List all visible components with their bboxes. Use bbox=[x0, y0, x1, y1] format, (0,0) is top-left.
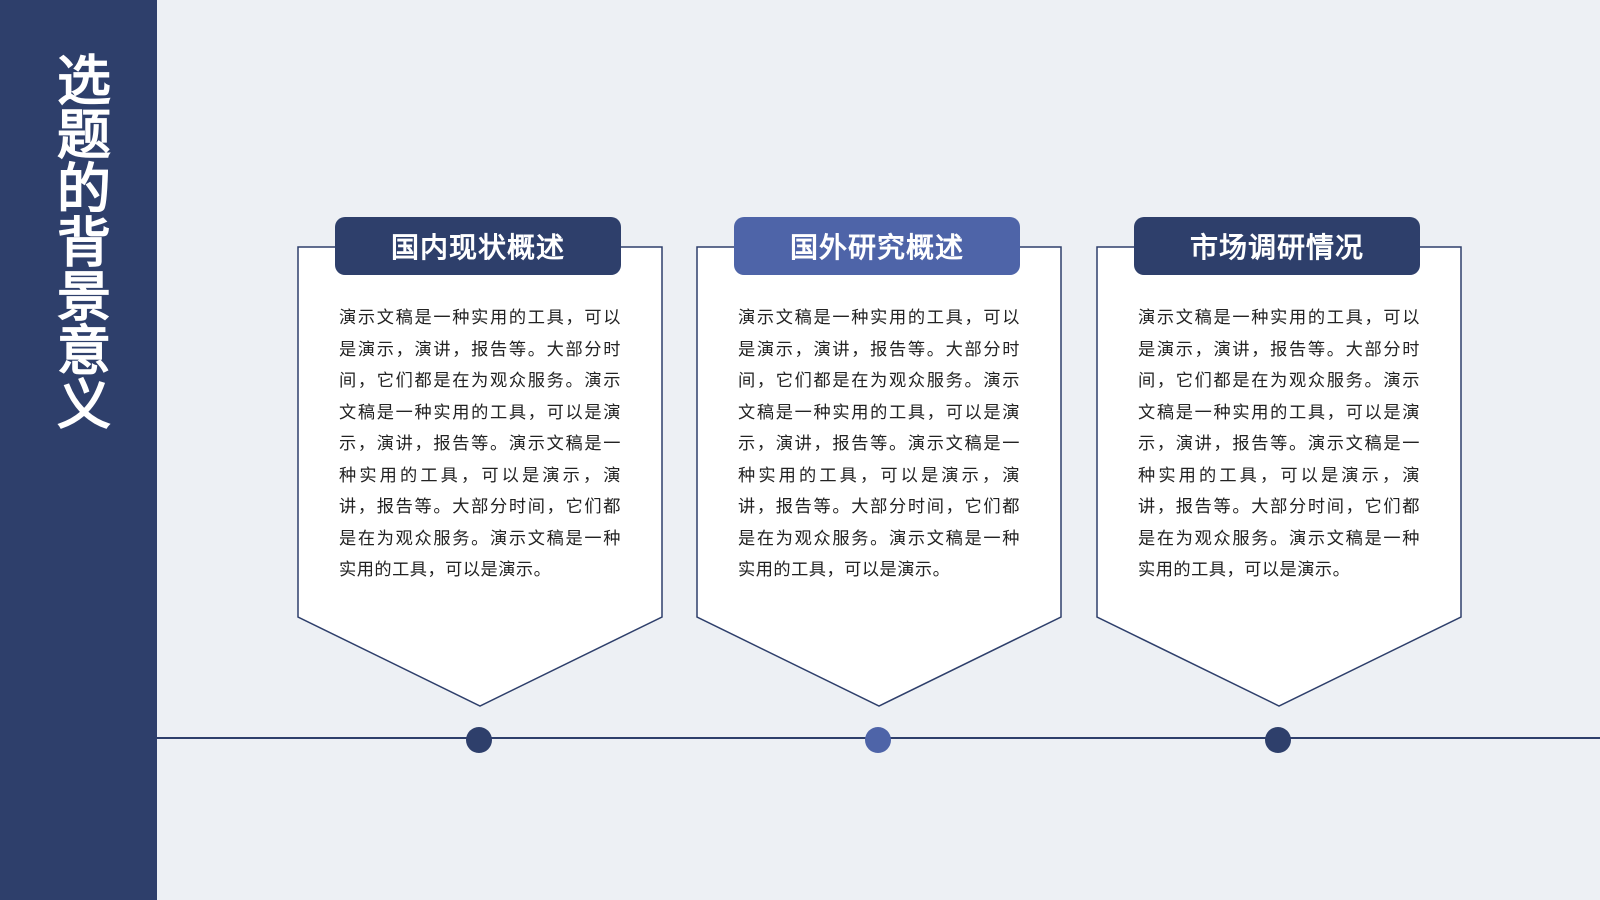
card-domestic-status: 国内现状概述 演示文稿是一种实用的工具，可以是演示，演讲，报告等。大部分时间，它… bbox=[297, 217, 663, 707]
card-text: 演示文稿是一种实用的工具，可以是演示，演讲，报告等。大部分时间，它们都是在为观众… bbox=[1138, 308, 1420, 580]
sidebar bbox=[0, 0, 157, 900]
card-title: 国内现状概述 bbox=[335, 217, 621, 275]
card-text: 演示文稿是一种实用的工具，可以是演示，演讲，报告等。大部分时间，它们都是在为观众… bbox=[339, 308, 621, 580]
card-title: 国外研究概述 bbox=[734, 217, 1020, 275]
card-market-research: 市场调研情况 演示文稿是一种实用的工具，可以是演示，演讲，报告等。大部分时间，它… bbox=[1096, 217, 1462, 707]
card-foreign-research: 国外研究概述 演示文稿是一种实用的工具，可以是演示，演讲，报告等。大部分时间，它… bbox=[696, 217, 1062, 707]
timeline-dot bbox=[466, 727, 492, 753]
timeline-dot bbox=[1265, 727, 1291, 753]
card-text: 演示文稿是一种实用的工具，可以是演示，演讲，报告等。大部分时间，它们都是在为观众… bbox=[738, 308, 1020, 580]
card-title: 市场调研情况 bbox=[1134, 217, 1420, 275]
timeline-dot bbox=[865, 727, 891, 753]
page-title: 选题的背景意义 bbox=[47, 52, 111, 430]
